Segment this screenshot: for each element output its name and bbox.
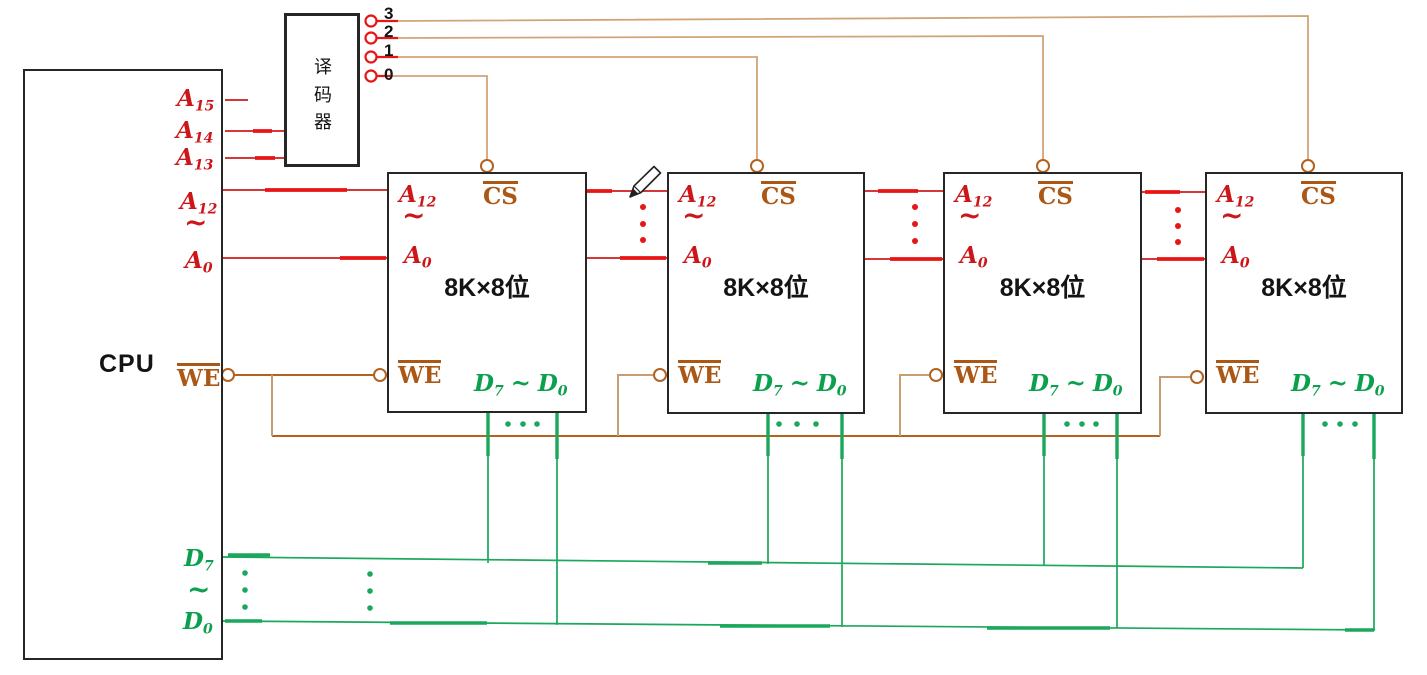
- chip1-cs-bubble: [480, 159, 494, 173]
- memory-chip-1: A12 ~ A0 CS 8K×8位 WE D7~D0: [387, 172, 587, 413]
- chip3-data-pins: D7~D0: [1029, 368, 1123, 400]
- address-bus-lines: [223, 99, 1205, 261]
- cpu-pin-a0: A0: [185, 247, 213, 277]
- decoder-output-2-bubble: [364, 31, 378, 45]
- decoder-name-char-3: 器: [314, 112, 332, 132]
- cpu-pin-a15: A15: [177, 85, 215, 115]
- chip2-pin-a12: A12: [679, 181, 717, 211]
- cpu-pin-a14: A14: [176, 117, 214, 147]
- chip1-we-bubble: [373, 368, 387, 382]
- pencil-cursor-icon: [629, 165, 662, 198]
- chip1-data-pins: D7~D0: [474, 368, 568, 400]
- memory-chip-2: A12 ~ A0 CS 8K×8位 WE D7~D0: [667, 172, 865, 414]
- chip4-data-pins: D7~D0: [1291, 368, 1385, 400]
- chip2-address-tilde: ~: [682, 199, 706, 232]
- cpu-box: CPU A15 A14 A13 A12 ~ A0 WE D7 ~ D0: [23, 69, 223, 660]
- chip1-pin-a0: A0: [404, 242, 432, 272]
- cpu-pin-a12: A12: [180, 188, 218, 218]
- chip4-address-tilde: ~: [1220, 199, 1244, 232]
- decoder-output-1-bubble: [364, 50, 378, 64]
- chip2-pin-a0: A0: [684, 242, 712, 272]
- chip2-cs-bubble: [750, 159, 764, 173]
- chip1-pin-a12: A12: [399, 181, 437, 211]
- write-enable-wires: [221, 368, 1204, 437]
- data-ellipsis-dots: [242, 421, 1358, 611]
- chip3-pin-a0: A0: [960, 242, 988, 272]
- cpu-data-range-tilde: ~: [187, 573, 211, 606]
- chip4-pin-a12: A12: [1217, 181, 1255, 211]
- decoder-output-label-0: 0: [384, 65, 394, 84]
- chip4-cs-bubble: [1301, 159, 1315, 173]
- chip3-pin-we: WE: [954, 360, 998, 389]
- chip3-we-bubble: [929, 368, 943, 382]
- chip3-capacity-label: 8K×8位: [999, 274, 1086, 302]
- chip4-capacity-label: 8K×8位: [1261, 274, 1347, 302]
- data-bus-wires: [222, 412, 1376, 632]
- chip3-address-tilde: ~: [958, 199, 982, 232]
- chip4-pin-cs: CS: [1301, 181, 1336, 210]
- chip2-capacity-label: 8K×8位: [723, 274, 809, 302]
- memory-chip-3: A12 ~ A0 CS 8K×8位 WE D7~D0: [943, 172, 1142, 414]
- chip3-cs-bubble: [1036, 159, 1050, 173]
- chip2-pin-we: WE: [678, 360, 722, 389]
- chip3-pin-a12: A12: [955, 181, 993, 211]
- decoder-output-label-1: 1: [384, 41, 394, 60]
- memory-chip-4: A12 ~ A0 CS 8K×8位 WE D7~D0: [1205, 172, 1403, 414]
- chip3-pin-cs: CS: [1038, 181, 1073, 210]
- decoder-name-char-2: 码: [314, 85, 332, 105]
- chip2-we-bubble: [653, 368, 667, 382]
- cpu-pin-we: WE: [177, 363, 221, 392]
- chip4-pin-we: WE: [1216, 360, 1260, 389]
- decoder-box: 译 码 器: [284, 13, 360, 167]
- decoder-output-0-bubble: [364, 69, 378, 83]
- chip4-pin-a0: A0: [1222, 242, 1250, 272]
- cpu-label: CPU: [99, 350, 155, 378]
- chip4-we-bubble: [1190, 370, 1204, 384]
- chip1-pin-we: WE: [398, 360, 442, 389]
- cpu-we-bubble: [221, 368, 235, 382]
- decoder-output-label-2: 2: [384, 22, 394, 41]
- chip1-pin-cs: CS: [483, 181, 518, 210]
- decoder-output-label-3: 3: [384, 4, 394, 23]
- cpu-pin-d0: D0: [183, 608, 213, 638]
- address-ellipsis-dots: [640, 204, 1181, 245]
- decoder-output-3-bubble: [364, 14, 378, 28]
- cpu-pin-a13: A13: [176, 144, 214, 174]
- cpu-address-range-tilde: ~: [184, 206, 208, 239]
- decoder-name-char-1: 译: [314, 57, 332, 77]
- decoder-output-wires: [364, 14, 1315, 173]
- chip1-address-tilde: ~: [402, 199, 426, 232]
- chip1-capacity-label: 8K×8位: [444, 274, 530, 302]
- chip2-pin-cs: CS: [761, 181, 796, 210]
- cpu-pin-d7: D7: [184, 545, 214, 575]
- chip2-data-pins: D7~D0: [753, 368, 847, 400]
